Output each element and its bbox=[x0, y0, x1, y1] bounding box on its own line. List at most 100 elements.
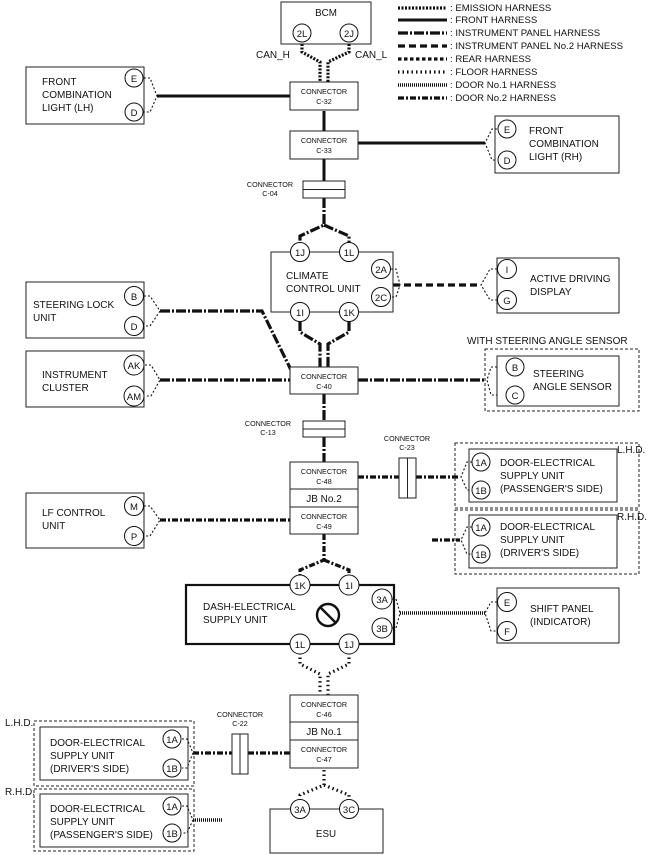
wire-steering-lock bbox=[160, 309, 294, 373]
display-pin-i: I bbox=[506, 265, 509, 276]
door-drv-bot-line3: (DRIVER'S SIDE) bbox=[50, 764, 129, 775]
wire-c49-dash-1k bbox=[298, 534, 326, 576]
can-l-label: CAN_L bbox=[355, 50, 388, 61]
c13-label: CONNECTOR bbox=[245, 419, 291, 428]
instrument-line2: CLUSTER bbox=[42, 383, 89, 394]
esu-pin-3a: 3A bbox=[294, 805, 306, 816]
c40-id: C-40 bbox=[316, 382, 332, 391]
legend-label-floor: : FLOOR HARNESS bbox=[450, 67, 537, 78]
steering-angle-line2: ANGLE SENSOR bbox=[533, 382, 612, 393]
steering-lock-pin-b: B bbox=[131, 292, 137, 303]
c33-label: CONNECTOR bbox=[301, 136, 347, 145]
front-rh-pin-e bbox=[497, 119, 517, 139]
wire-c47-esu-3c bbox=[323, 783, 351, 799]
instrument-pin-am: AM bbox=[127, 392, 141, 403]
front-rh-line3: LIGHT (RH) bbox=[529, 152, 582, 163]
front-lh-line3: LIGHT (LH) bbox=[42, 103, 94, 114]
junction-block-2: CONNECTOR C-48 JB No.2 CONNECTOR C-49 bbox=[289, 461, 359, 535]
display-line1: ACTIVE DRIVING bbox=[530, 274, 611, 285]
door-drv-top-pin-1a: 1A bbox=[475, 523, 487, 534]
climate-pin-1j: 1J bbox=[295, 248, 305, 259]
c04-label: CONNECTOR bbox=[247, 180, 293, 189]
jb1-label: JB No.1 bbox=[306, 727, 342, 738]
door-pass-bot-pin-1a: 1A bbox=[166, 802, 178, 813]
wire-c47-esu-3a bbox=[298, 770, 326, 799]
wire-c04-climate-1j bbox=[298, 198, 326, 243]
bcm-pin-2l bbox=[292, 23, 312, 43]
instrument-line1: INSTRUMENT bbox=[42, 370, 108, 381]
esu-title: ESU bbox=[316, 829, 336, 840]
legend-item-door-1: : DOOR No.1 HARNESS bbox=[398, 80, 556, 91]
door-drv-top-region: R.H.D. bbox=[617, 512, 647, 523]
door-electrical-passenger-rhd: R.H.D. DOOR-ELECTRICAL SUPPLY UNIT (PASS… bbox=[5, 787, 195, 852]
lf-control-pin-p: P bbox=[131, 532, 137, 543]
c32-id: C-32 bbox=[316, 97, 332, 106]
legend-item-emission: : EMISSION HARNESS bbox=[398, 3, 551, 14]
shift-line1: SHIFT PANEL bbox=[530, 604, 594, 615]
dash-line1: DASH-ELECTRICAL bbox=[203, 602, 296, 613]
wire-dash-c46-a bbox=[298, 653, 322, 695]
door-electrical-driver-rhd: R.H.D. DOOR-ELECTRICAL SUPPLY UNIT (DRIV… bbox=[454, 509, 647, 575]
legend-label-instrument-panel-2: : INSTRUMENT PANEL No.2 HARNESS bbox=[450, 41, 623, 52]
door-pass-top-pin-1b: 1B bbox=[475, 486, 487, 497]
door-drv-top-line1: DOOR-ELECTRICAL bbox=[500, 522, 595, 533]
legend-item-instrument-panel-2: : INSTRUMENT PANEL No.2 HARNESS bbox=[398, 41, 623, 52]
lf-control-pin-m: M bbox=[130, 502, 138, 513]
c47-label: CONNECTOR bbox=[301, 745, 347, 754]
lf-control-line2: UNIT bbox=[42, 521, 65, 532]
wire-c04-climate-1l bbox=[323, 223, 351, 243]
display-pin-g: G bbox=[503, 296, 510, 307]
legend-label-rear: : REAR HARNESS bbox=[450, 54, 531, 65]
legend-label-emission: : EMISSION HARNESS bbox=[450, 3, 551, 14]
door-pass-bot-line2: SUPPLY UNIT bbox=[50, 817, 115, 828]
front-lh-line2: COMBINATION bbox=[42, 90, 112, 101]
door-pass-bot-line3: (PASSENGER'S SIDE) bbox=[50, 830, 153, 841]
connector-c04: CONNECTOR C-04 bbox=[247, 180, 346, 199]
bcm-title: BCM bbox=[315, 8, 337, 19]
shift-pin-f: F bbox=[504, 627, 510, 638]
door-drv-bot-line2: SUPPLY UNIT bbox=[50, 751, 115, 762]
c32-label: CONNECTOR bbox=[301, 87, 347, 96]
door-pass-top-pin-1a: 1A bbox=[475, 458, 487, 469]
door-electrical-passenger-lhd: L.H.D. DOOR-ELECTRICAL SUPPLY UNIT (PASS… bbox=[454, 442, 645, 509]
c48-id: C-48 bbox=[316, 477, 332, 486]
dash-electrical-supply-unit: DASH-ELECTRICAL SUPPLY UNIT 1K 1I 3A 3B … bbox=[184, 574, 401, 655]
lf-control-line1: LF CONTROL bbox=[42, 508, 106, 519]
instrument-pin-ak: AK bbox=[128, 361, 141, 372]
climate-pin-1i: 1I bbox=[296, 308, 304, 319]
door-pass-top-line2: SUPPLY UNIT bbox=[500, 471, 565, 482]
door-pass-bot-region: R.H.D. bbox=[5, 787, 35, 798]
steering-lock-unit: STEERING LOCK UNIT B D bbox=[25, 281, 161, 339]
prohibited-icon bbox=[315, 602, 341, 628]
dash-pin-3b: 3B bbox=[376, 624, 388, 635]
bcm-pin-2j-label: 2J bbox=[344, 29, 354, 40]
climate-pin-1l: 1L bbox=[344, 248, 355, 259]
front-rh-pin-d bbox=[497, 150, 517, 170]
wire-dash-c46-b bbox=[326, 653, 351, 695]
dash-pin-1l: 1L bbox=[295, 640, 306, 651]
door-drv-bot-pin-1b: 1B bbox=[166, 764, 178, 775]
connector-c40: CONNECTOR C-40 bbox=[289, 366, 359, 395]
steering-angle-sensor: WITH STEERING ANGLE SENSOR STEERING ANGL… bbox=[467, 336, 640, 412]
legend-label-door-1: : DOOR No.1 HARNESS bbox=[450, 80, 556, 91]
door-pass-top-region: L.H.D. bbox=[617, 445, 645, 456]
legend-label-door-2: : DOOR No.2 HARNESS bbox=[450, 93, 556, 104]
front-rh-pin-e-label: E bbox=[504, 125, 510, 136]
climate-line2: CONTROL UNIT bbox=[286, 284, 361, 295]
junction-block-1: CONNECTOR C-46 JB No.1 CONNECTOR C-47 bbox=[289, 694, 359, 769]
front-combination-light-rh: FRONT COMBINATION LIGHT (RH) E D bbox=[484, 115, 620, 174]
steering-angle-pin-b: B bbox=[512, 363, 518, 374]
bcm-pin-2j bbox=[339, 23, 359, 43]
climate-control-unit: CLIMATE CONTROL UNIT 1J 1L 2A 2C 1I 1K bbox=[270, 242, 401, 322]
door-drv-bot-region: L.H.D. bbox=[5, 718, 33, 729]
door-pass-bot-pin-1b: 1B bbox=[166, 829, 178, 840]
connector-c32: CONNECTOR C-32 bbox=[289, 81, 359, 111]
steering-angle-header: WITH STEERING ANGLE SENSOR bbox=[467, 336, 628, 347]
dash-pin-1i: 1I bbox=[345, 581, 353, 592]
connector-c22: CONNECTOR C-22 bbox=[217, 710, 263, 775]
wire-climate-c40-b bbox=[326, 321, 351, 367]
c48-label: CONNECTOR bbox=[301, 467, 347, 476]
c22-id: C-22 bbox=[232, 719, 248, 728]
c23-label: CONNECTOR bbox=[384, 434, 430, 443]
wire-bcm-can-l bbox=[326, 44, 351, 82]
